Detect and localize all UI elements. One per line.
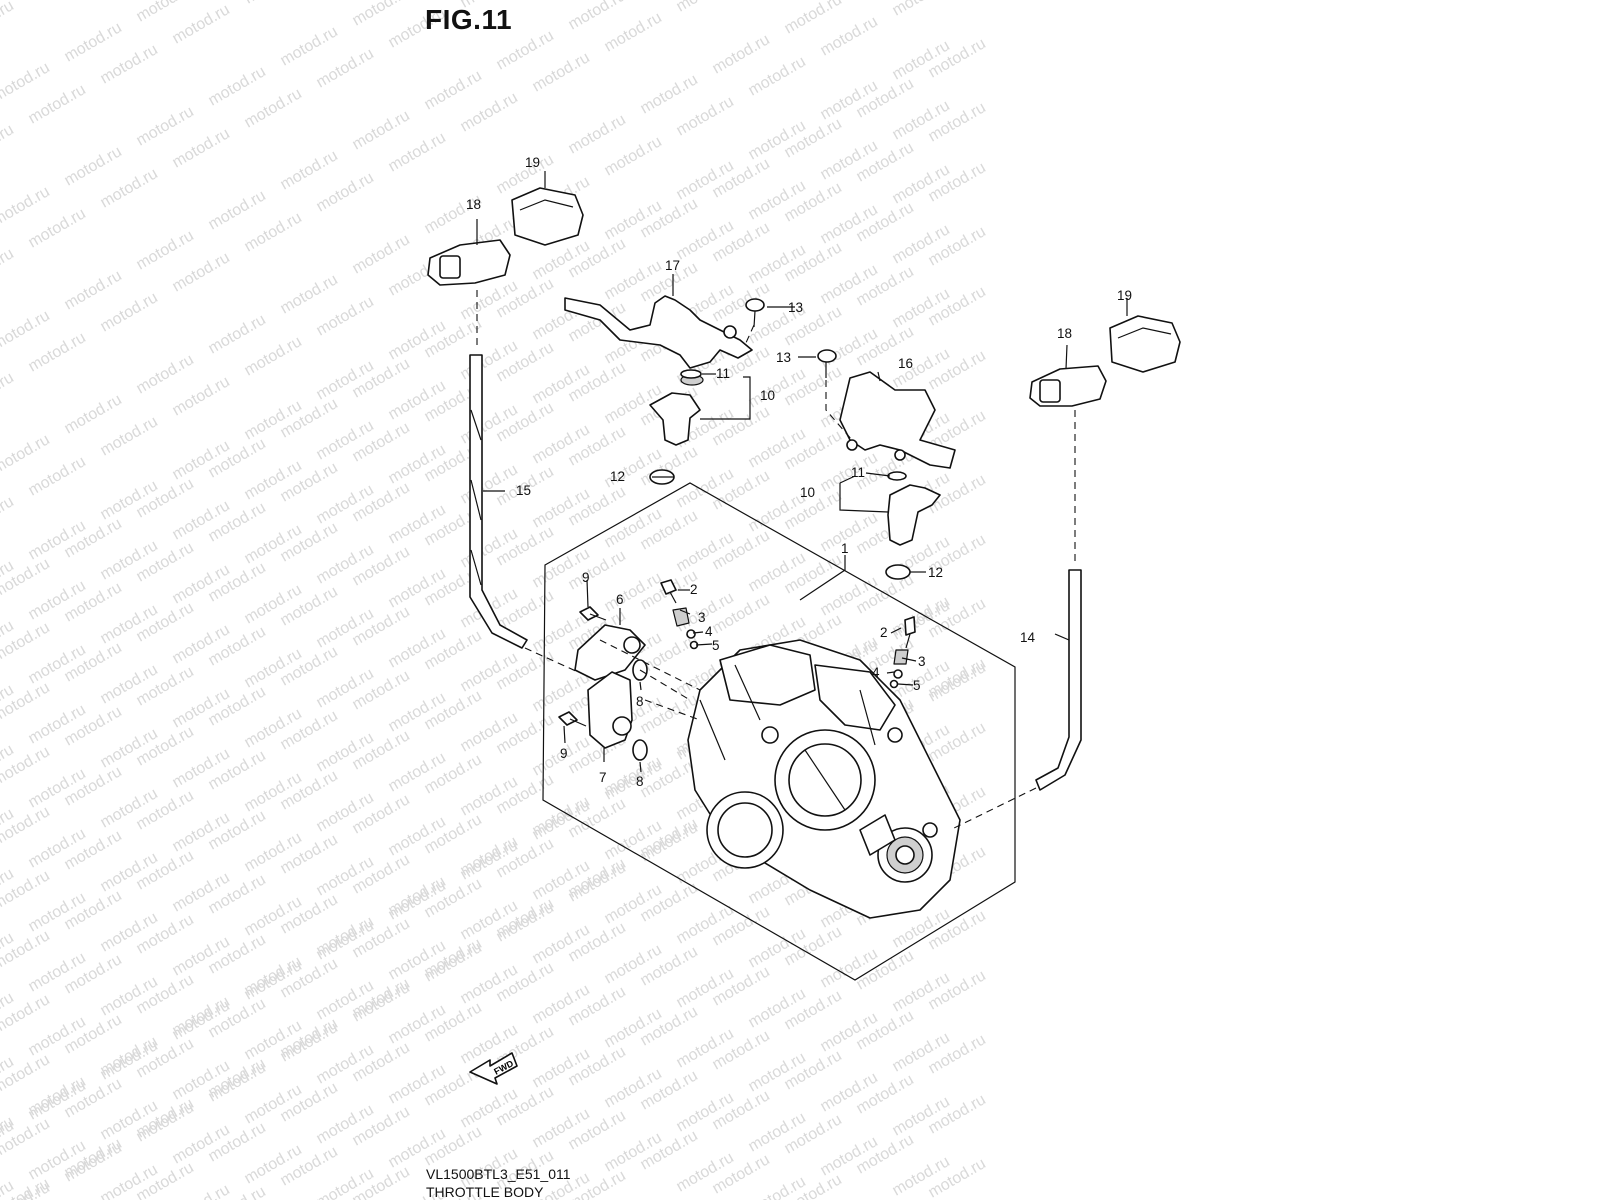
callout-2-right: 2: [880, 625, 888, 640]
injector-10-left[interactable]: [649, 374, 704, 446]
fuel-delivery-pipe-17-part[interactable]: [564, 295, 753, 369]
dash-13-pipe: [825, 380, 853, 441]
callout-11-right: 11: [851, 465, 865, 480]
callout-12-left: 12: [610, 469, 625, 484]
callout-12-right: 12: [928, 565, 943, 580]
callout-9-upper: 9: [582, 570, 590, 585]
seal-12-right[interactable]: [885, 564, 911, 580]
figure-name: THROTTLE BODY: [426, 1184, 544, 1200]
dash-13-upper: [744, 324, 755, 346]
washer-4-right[interactable]: [893, 669, 903, 679]
callout-19-right: 19: [1117, 288, 1132, 303]
callout-17: 17: [665, 258, 680, 273]
leader-lines: [476, 171, 1128, 773]
callout-3-left: 3: [698, 610, 706, 625]
o-ring-8-lower[interactable]: [632, 739, 648, 761]
dash-sensor-body: [639, 669, 701, 721]
callout-5-left: 5: [712, 638, 720, 653]
callout-8-upper: 8: [636, 694, 644, 709]
screw-2-right[interactable]: [904, 616, 916, 649]
throttle-body-part[interactable]: [687, 639, 961, 919]
callout-labels: 1 2 2 3 3 4 4 5 5 6 7 8 8 9 9 10 10 11 1…: [466, 155, 1132, 789]
callout-1: 1: [841, 541, 849, 556]
sensor-7-part[interactable]: [587, 671, 633, 749]
figure-code: VL1500BTL3_E51_011: [426, 1166, 571, 1182]
callout-14: 14: [1020, 630, 1036, 645]
callout-3-right: 3: [918, 654, 926, 669]
callout-19-left: 19: [525, 155, 540, 170]
injector-10-right[interactable]: [887, 484, 941, 546]
callout-6: 6: [616, 592, 624, 607]
coupler-18-right[interactable]: [1029, 365, 1107, 407]
fuel-delivery-pipe-16-part[interactable]: [839, 371, 956, 469]
callout-10-left: 10: [760, 388, 775, 403]
screw-13-upper[interactable]: [745, 298, 765, 328]
dash-14-body: [949, 787, 1037, 831]
callout-10-right: 10: [800, 485, 815, 500]
callout-18-left: 18: [466, 197, 481, 212]
hose-14-part[interactable]: [1035, 569, 1082, 791]
assembly-outline: [542, 482, 1016, 981]
screw-2-left[interactable]: [660, 579, 677, 604]
screw-13-lower[interactable]: [817, 349, 837, 378]
callout-16: 16: [898, 356, 913, 371]
o-ring-5-right[interactable]: [889, 679, 899, 689]
screw-9-upper[interactable]: [579, 606, 607, 621]
dash-15-body: [524, 639, 701, 691]
screw-9-lower[interactable]: [558, 711, 587, 727]
cap-19-right[interactable]: [1109, 315, 1181, 373]
callout-9-lower: 9: [560, 746, 568, 761]
callout-8-lower: 8: [636, 774, 644, 789]
callout-18-right: 18: [1057, 326, 1072, 341]
o-ring-11-left[interactable]: [680, 369, 702, 379]
coupler-18-left[interactable]: [427, 239, 511, 286]
o-ring-11-right[interactable]: [887, 471, 907, 481]
callout-13-lower: 13: [776, 350, 791, 365]
callout-11-left: 11: [716, 366, 730, 381]
callout-7: 7: [599, 770, 607, 785]
callout-4-right: 4: [872, 665, 880, 680]
spring-3-right[interactable]: [893, 649, 909, 665]
figure-title: FIG.11: [425, 4, 513, 35]
cap-19-left[interactable]: [511, 187, 584, 246]
callout-4-left: 4: [705, 624, 713, 639]
callout-13-upper: 13: [788, 300, 803, 315]
washer-4-left[interactable]: [686, 629, 696, 639]
callout-5-right: 5: [913, 678, 921, 693]
callout-15: 15: [516, 483, 531, 498]
fwd-arrow-icon: FWD: [469, 1052, 518, 1085]
hose-15-part[interactable]: [469, 354, 528, 649]
callout-2-left: 2: [690, 582, 698, 597]
